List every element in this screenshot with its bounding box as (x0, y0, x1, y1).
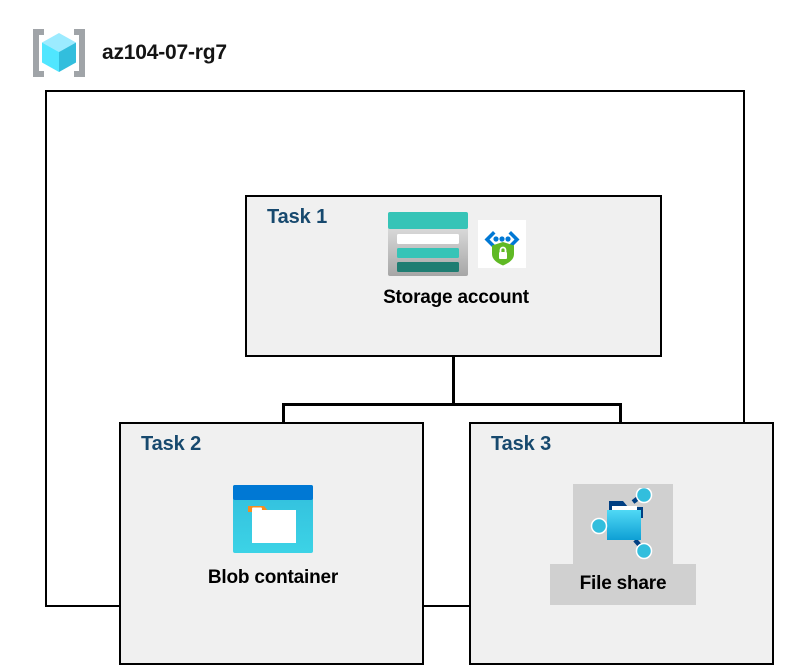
diagram-canvas: az104-07-rg7 Task 1 (30, 26, 774, 665)
blob-container-icon (232, 484, 314, 554)
connector-horizontal-bar (282, 403, 622, 406)
storage-account-icon-group (387, 211, 526, 277)
caption-file-share: File share (579, 573, 667, 594)
resource-group-header: az104-07-rg7 (30, 26, 227, 80)
storage-account-icon (387, 211, 469, 277)
caption-blob-container: Blob container (207, 567, 339, 588)
secure-endpoint-shield-icon (477, 220, 526, 268)
node-blob-container[interactable]: Blob container (173, 484, 373, 589)
task-label-task3: Task 3 (491, 433, 552, 455)
resource-group-icon (30, 26, 88, 80)
file-share-caption-highlight: File share (549, 564, 697, 605)
task-label-task1: Task 1 (267, 206, 328, 228)
file-share-icon (585, 488, 661, 562)
task-box-task3[interactable]: Task 3 (469, 422, 774, 665)
resource-group-name: az104-07-rg7 (102, 41, 227, 64)
task-box-task2[interactable]: Task 2 (119, 422, 424, 665)
task-box-task1[interactable]: Task 1 (245, 195, 662, 357)
resource-group-container: Task 1 (45, 90, 774, 665)
task-label-task2: Task 2 (141, 433, 202, 455)
caption-storage-account: Storage account (383, 287, 529, 308)
connector-stem-task1 (452, 357, 455, 405)
file-share-icon-highlight (573, 484, 673, 564)
node-storage-account[interactable]: Storage account (343, 211, 569, 309)
node-file-share[interactable]: File share (549, 484, 697, 605)
